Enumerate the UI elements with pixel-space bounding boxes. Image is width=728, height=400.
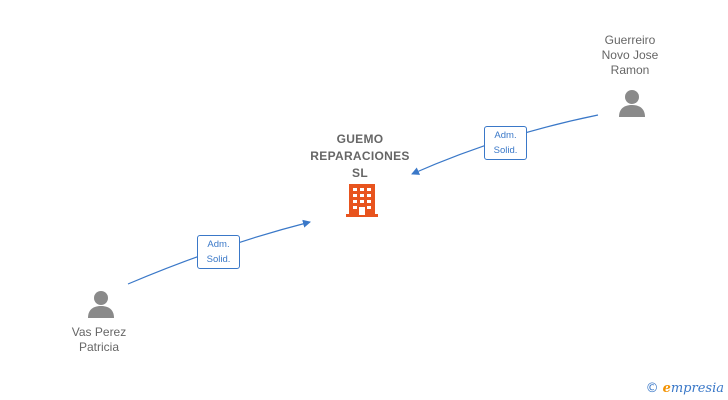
person-name-line: Guerreiro (604, 33, 656, 47)
empresia-watermark: ©empresia (646, 381, 724, 396)
person-name-guerreiro[interactable]: Guerreiro Novo Jose Ramon (580, 33, 680, 78)
company-name-line-2: REPARACIONES (310, 149, 410, 163)
copyright-symbol: © (645, 381, 659, 396)
relation-label-line: Solid. (206, 254, 231, 265)
company-name[interactable]: GUEMO REPARACIONES SL (300, 131, 420, 182)
brand-name: mpresia (670, 381, 724, 396)
person-icon[interactable] (86, 289, 116, 319)
company-name-line-3: SL (352, 166, 368, 180)
building-icon[interactable] (345, 182, 379, 218)
person-icon[interactable] (617, 88, 647, 118)
brand-initial: e (662, 381, 671, 396)
relation-label-vas-perez[interactable]: Adm. Solid. (197, 235, 240, 269)
person-name-line: Novo Jose (601, 48, 659, 62)
relation-label-line: Solid. (493, 145, 518, 156)
person-name-vas-perez[interactable]: Vas Perez Patricia (49, 325, 149, 355)
person-name-line: Patricia (78, 340, 119, 354)
person-name-line: Ramon (610, 63, 650, 77)
person-name-line: Vas Perez (71, 325, 127, 339)
relation-label-line: Adm. (207, 239, 230, 250)
relation-label-guerreiro[interactable]: Adm. Solid. (484, 126, 527, 160)
relation-label-line: Adm. (494, 130, 517, 141)
company-name-line-1: GUEMO (336, 132, 384, 146)
